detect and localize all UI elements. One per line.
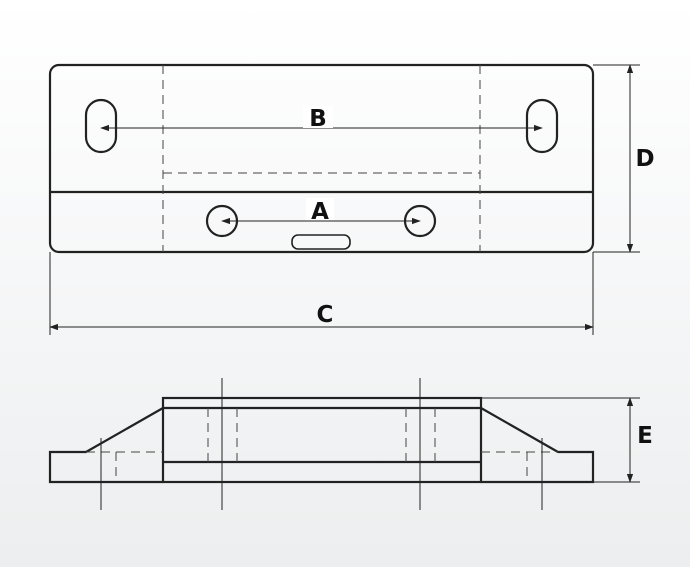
label-b-background (303, 106, 333, 128)
slot-right (525, 98, 559, 154)
dimension-label-c: C (317, 302, 334, 328)
top-view-outline (48, 63, 595, 254)
top-view: B A D C (48, 63, 655, 335)
slot-left (84, 98, 118, 154)
dimension-label-e: E (637, 423, 653, 449)
label-a-background (306, 198, 334, 220)
side-view: E (48, 378, 653, 510)
bottom-slot (291, 234, 351, 250)
dimension-label-b: B (309, 106, 327, 132)
side-view-center-block (161, 396, 483, 484)
side-view-left-flange (48, 407, 164, 484)
dimension-label-d: D (635, 146, 654, 172)
side-view-right-flange (480, 407, 595, 484)
dimension-label-a: A (311, 199, 329, 225)
